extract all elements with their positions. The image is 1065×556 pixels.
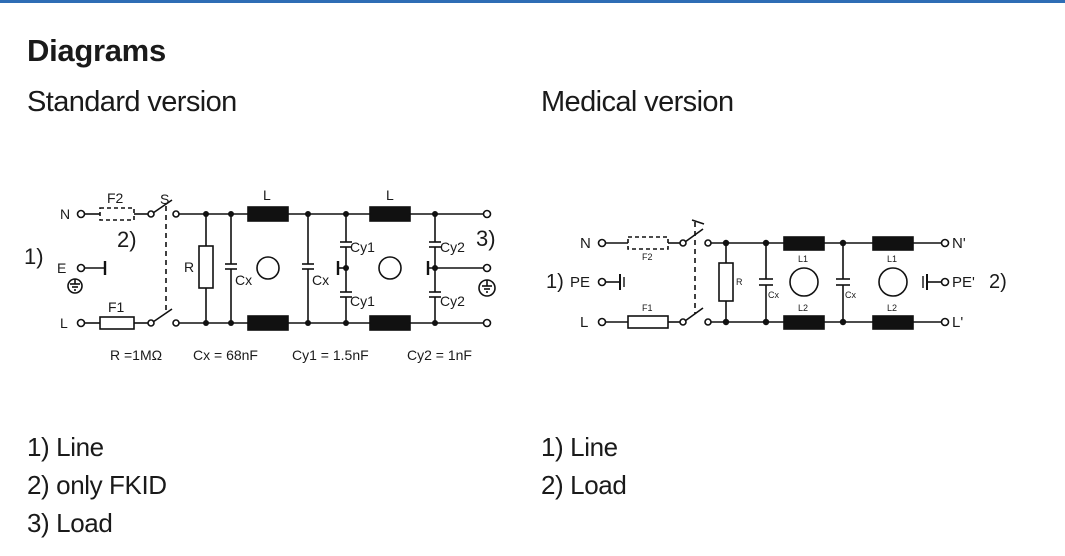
label-cx-2: Cx (312, 272, 329, 288)
med-label-f1: F1 (642, 303, 653, 313)
standard-legend-item: 2) only FKID (27, 470, 167, 500)
label-cy2-bottom: Cy2 (440, 293, 465, 309)
label-f2: F2 (107, 190, 124, 206)
med-label-f2: F2 (642, 252, 653, 262)
med-label-l-out: L' (952, 314, 963, 331)
value-r: R =1MΩ (110, 347, 162, 363)
med-note-2: 2) (989, 271, 1007, 293)
label-s: S (160, 191, 169, 207)
medical-legend-item: 2) Load (541, 470, 627, 500)
value-cy2: Cy2 = 1nF (407, 347, 472, 363)
med-label-l1-b: L1 (887, 254, 897, 264)
label-r: R (184, 259, 194, 275)
note-3: 3) (476, 226, 496, 251)
med-label-l2-b: L2 (887, 303, 897, 313)
label-n: N (60, 206, 70, 222)
medical-legend-item: 1) Line (541, 432, 618, 462)
label-l: L (60, 315, 68, 331)
top-divider (0, 0, 1065, 3)
med-label-l: L (580, 314, 588, 331)
standard-legend-item: 3) Load (27, 508, 113, 538)
med-label-r: R (736, 277, 743, 287)
medical-schematic: N L PE N' L' PE' F2 F1 R Cx Cx L1 L2 L1 … (546, 219, 1007, 331)
note-2: 2) (117, 227, 137, 252)
medical-version-title: Medical version (541, 86, 734, 118)
standard-legend-item: 1) Line (27, 432, 104, 462)
med-note-1: 1) (546, 271, 564, 293)
label-f1: F1 (108, 299, 125, 315)
med-label-cx-1: Cx (768, 290, 779, 300)
note-1: 1) (24, 244, 44, 269)
label-inductor-2: L (386, 187, 394, 203)
label-cx-1: Cx (235, 272, 252, 288)
standard-schematic: N L E S F2 F1 R Cx Cx Cy1 Cy1 Cy2 Cy2 L … (24, 187, 496, 363)
label-cy1-top: Cy1 (350, 239, 375, 255)
med-label-cx-2: Cx (845, 290, 856, 300)
standard-legend: 1) Line 2) only FKID 3) Load (27, 428, 167, 542)
value-cx: Cx = 68nF (193, 347, 258, 363)
standard-version-title: Standard version (27, 86, 237, 118)
label-cy2-top: Cy2 (440, 239, 465, 255)
med-label-pe: PE (570, 274, 590, 291)
page-title: Diagrams (27, 33, 166, 68)
label-cy1-bottom: Cy1 (350, 293, 375, 309)
label-e: E (57, 260, 66, 276)
value-cy1: Cy1 = 1.5nF (292, 347, 369, 363)
med-label-n-out: N' (952, 235, 966, 252)
med-label-l2-a: L2 (798, 303, 808, 313)
medical-legend: 1) Line 2) Load (541, 428, 627, 504)
med-label-l1-a: L1 (798, 254, 808, 264)
med-label-n: N (580, 235, 591, 252)
label-inductor-1: L (263, 187, 271, 203)
med-label-pe-out: PE' (952, 274, 975, 291)
